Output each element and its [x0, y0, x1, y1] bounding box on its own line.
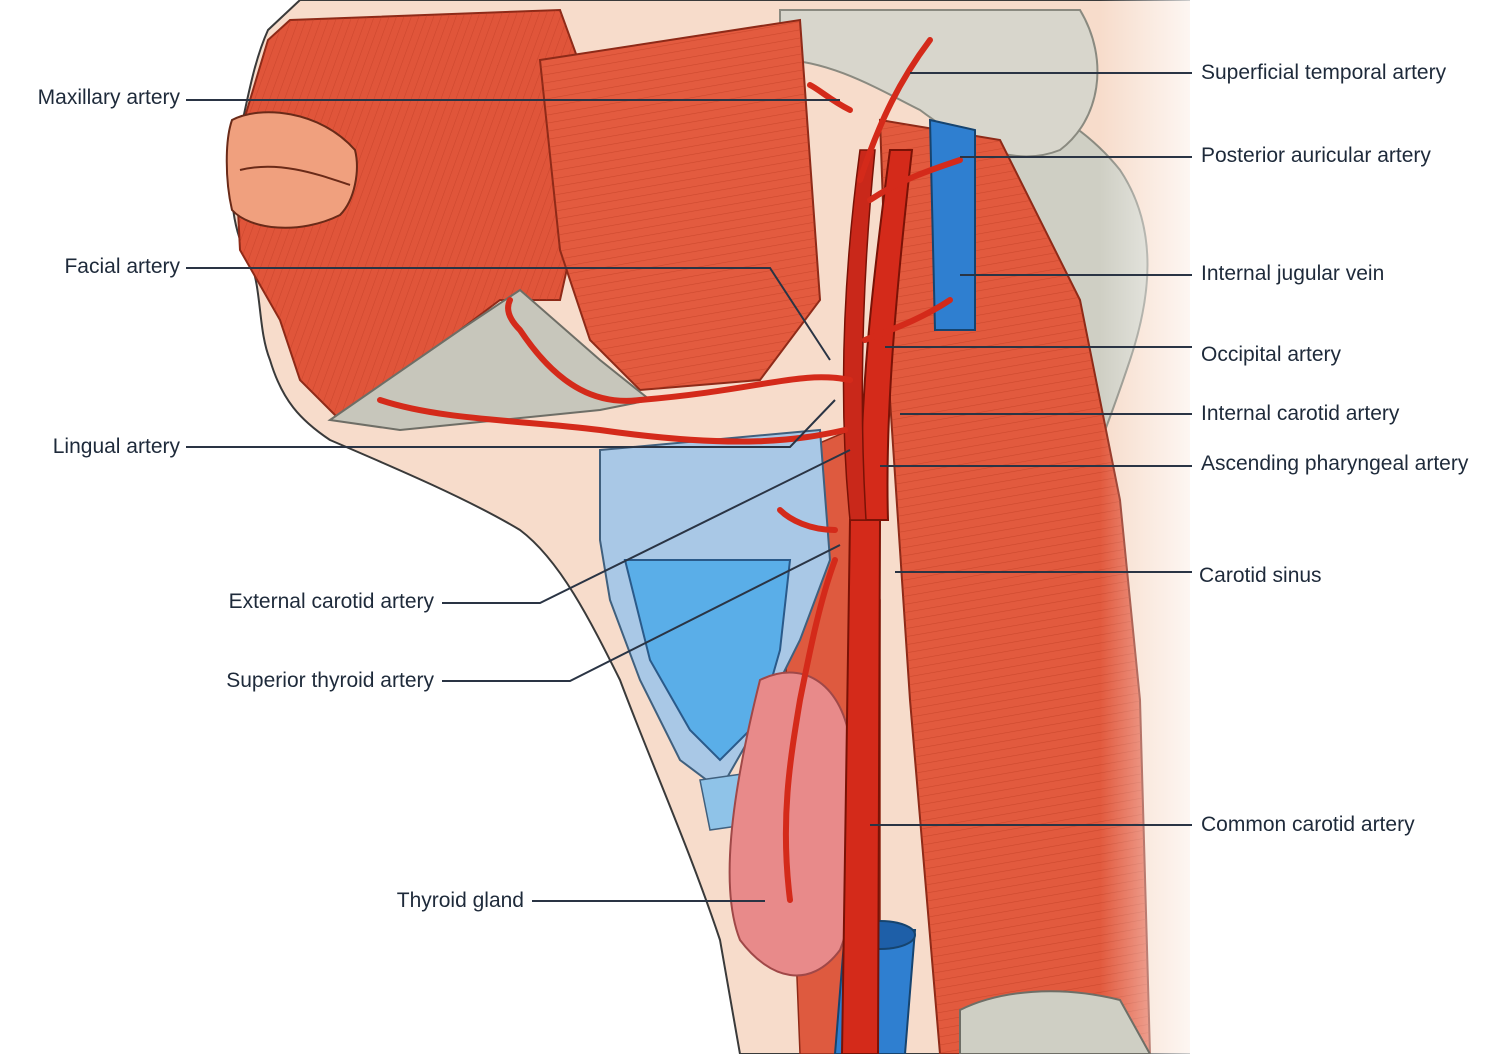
label-superior-thyroid-artery: Superior thyroid artery — [226, 669, 434, 692]
internal-jugular-vein — [928, 118, 976, 331]
label-internal-carotid-artery: Internal carotid artery — [1201, 402, 1400, 425]
lips — [225, 111, 358, 229]
label-common-carotid-artery: Common carotid artery — [1201, 813, 1415, 836]
label-posterior-auricular-artery: Posterior auricular artery — [1201, 144, 1431, 167]
label-maxillary-artery: Maxillary artery — [37, 86, 180, 109]
leader-facial — [186, 267, 831, 361]
thyroid-gland — [728, 671, 858, 977]
label-facial-artery: Facial artery — [64, 255, 180, 278]
label-lingual-artery: Lingual artery — [52, 435, 180, 458]
label-superficial-temporal-artery: Superficial temporal artery — [1201, 61, 1447, 84]
external-carotid-artery — [842, 149, 876, 521]
clavicle — [959, 990, 1152, 1054]
label-carotid-sinus: Carotid sinus — [1199, 564, 1322, 587]
label-occipital-artery: Occipital artery — [1201, 343, 1342, 366]
leader-lingual — [186, 399, 836, 448]
larynx — [623, 559, 792, 762]
leader-lines — [186, 72, 1192, 902]
label-internal-jugular-vein: Internal jugular vein — [1201, 262, 1385, 285]
leader-superior-thyroid — [442, 544, 841, 682]
label-external-carotid-artery: External carotid artery — [228, 590, 434, 613]
label-thyroid-gland: Thyroid gland — [396, 889, 524, 912]
label-ascending-pharyngeal-artery: Ascending pharyngeal artery — [1201, 452, 1469, 475]
leader-external-carotid — [442, 449, 851, 604]
